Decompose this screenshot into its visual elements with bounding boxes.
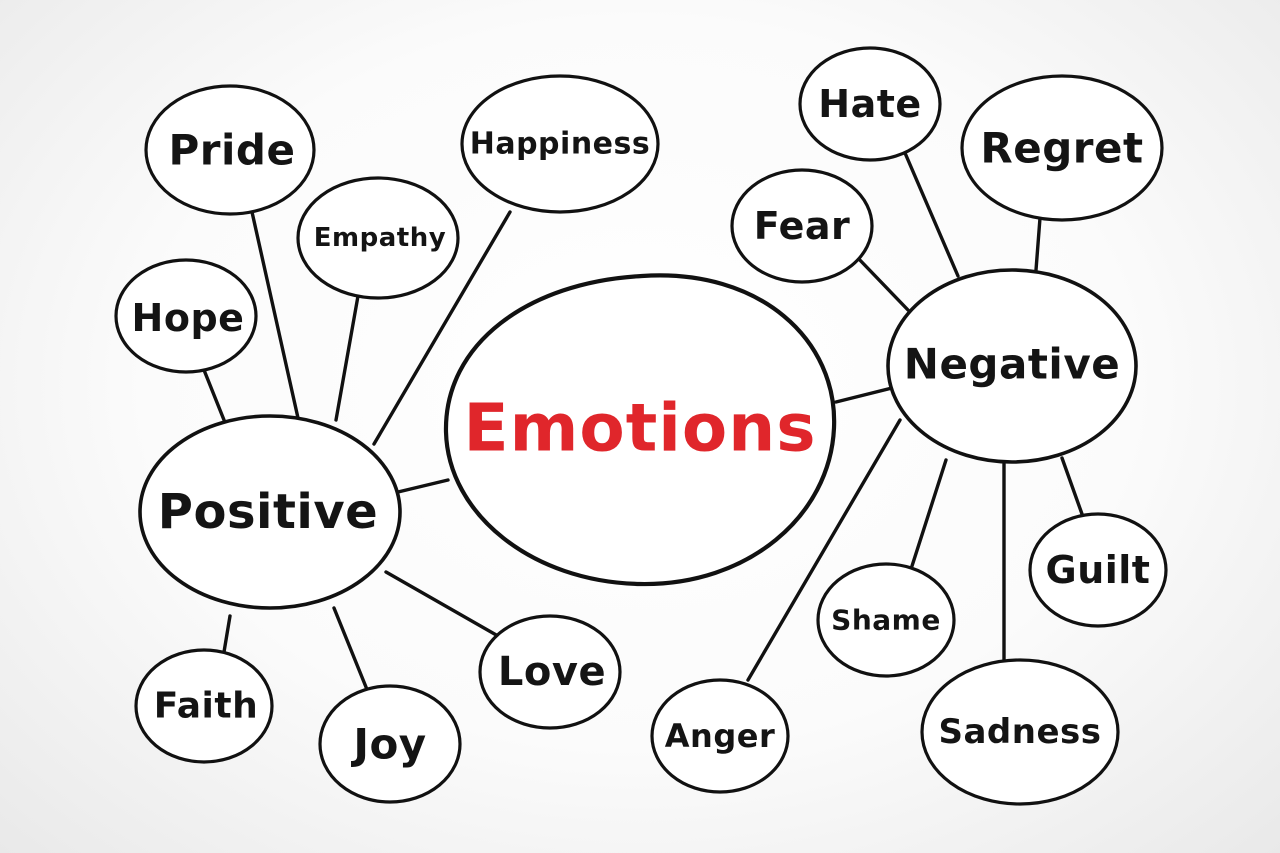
node-faith-outline: [134, 648, 274, 764]
node-anger-label: Anger: [665, 717, 775, 755]
connector-lines: [202, 144, 1084, 694]
node-anger-outline: [650, 678, 790, 794]
node-shame: Shame: [816, 562, 956, 678]
edge-positive-empathy: [334, 294, 360, 422]
hub-negative: Negative: [886, 268, 1138, 464]
node-regret-label: Regret: [980, 124, 1143, 173]
node-empathy: Empathy: [296, 176, 460, 300]
center-node-label: Emotions: [464, 390, 817, 467]
node-sadness-label: Sadness: [938, 712, 1101, 752]
node-regret: Regret: [960, 74, 1164, 222]
node-fear: Fear: [730, 168, 874, 284]
node-hate-outline: [798, 46, 942, 162]
node-regret-outline: [960, 74, 1164, 222]
node-sadness-outline: [920, 658, 1120, 806]
node-happiness-outline: [460, 74, 660, 214]
edge-positive-joy: [332, 606, 370, 694]
node-hate-label: Hate: [818, 82, 921, 126]
hub-positive: Positive: [138, 414, 402, 610]
hub-positive-label: Positive: [158, 484, 378, 540]
node-hate: Hate: [798, 46, 942, 162]
node-anger: Anger: [650, 678, 790, 794]
edge-negative-guilt: [1060, 456, 1084, 516]
edge-negative-anger: [746, 418, 902, 682]
edge-positive-pride: [250, 210, 300, 420]
node-pride-label: Pride: [169, 126, 296, 175]
edge-negative-hate: [900, 144, 960, 278]
edge-negative-shame: [910, 458, 948, 568]
node-empathy-label: Empathy: [314, 223, 446, 253]
node-hope-label: Hope: [132, 296, 245, 340]
edge-positive-hope: [202, 368, 226, 422]
node-happiness: Happiness: [460, 74, 660, 214]
node-love: Love: [478, 614, 622, 730]
node-joy-outline: [318, 684, 462, 804]
node-love-label: Love: [498, 649, 606, 695]
node-joy-label: Joy: [350, 720, 426, 769]
edge-positive-faith: [222, 614, 232, 654]
node-love-outline: [478, 614, 622, 730]
node-happiness-label: Happiness: [470, 127, 651, 162]
edge-center-positive: [396, 478, 450, 494]
node-fear-label: Fear: [754, 204, 851, 248]
node-shame-label: Shame: [831, 604, 941, 637]
node-shame-outline: [816, 562, 956, 678]
node-fear-outline: [730, 168, 874, 284]
node-guilt: Guilt: [1028, 512, 1168, 628]
node-joy: Joy: [318, 684, 462, 804]
node-hope-outline: [114, 258, 258, 374]
hub-negative-outline: [886, 268, 1138, 464]
node-guilt-outline: [1028, 512, 1168, 628]
edge-center-negative: [834, 386, 894, 404]
center-node: Emotions: [443, 273, 837, 587]
edge-negative-fear: [854, 254, 910, 312]
edge-negative-regret: [1034, 216, 1042, 272]
center-node-outline: [443, 273, 837, 587]
node-sadness: Sadness: [920, 658, 1120, 806]
node-empathy-outline: [296, 176, 460, 300]
node-pride-outline: [144, 84, 316, 216]
edge-positive-happiness: [372, 210, 512, 446]
node-pride: Pride: [144, 84, 316, 216]
edge-positive-love: [384, 570, 500, 638]
node-guilt-label: Guilt: [1046, 548, 1151, 592]
node-faith-label: Faith: [154, 686, 258, 727]
node-faith: Faith: [134, 648, 274, 764]
node-hope: Hope: [114, 258, 258, 374]
hub-positive-outline: [138, 414, 402, 610]
hub-negative-label: Negative: [904, 340, 1120, 389]
